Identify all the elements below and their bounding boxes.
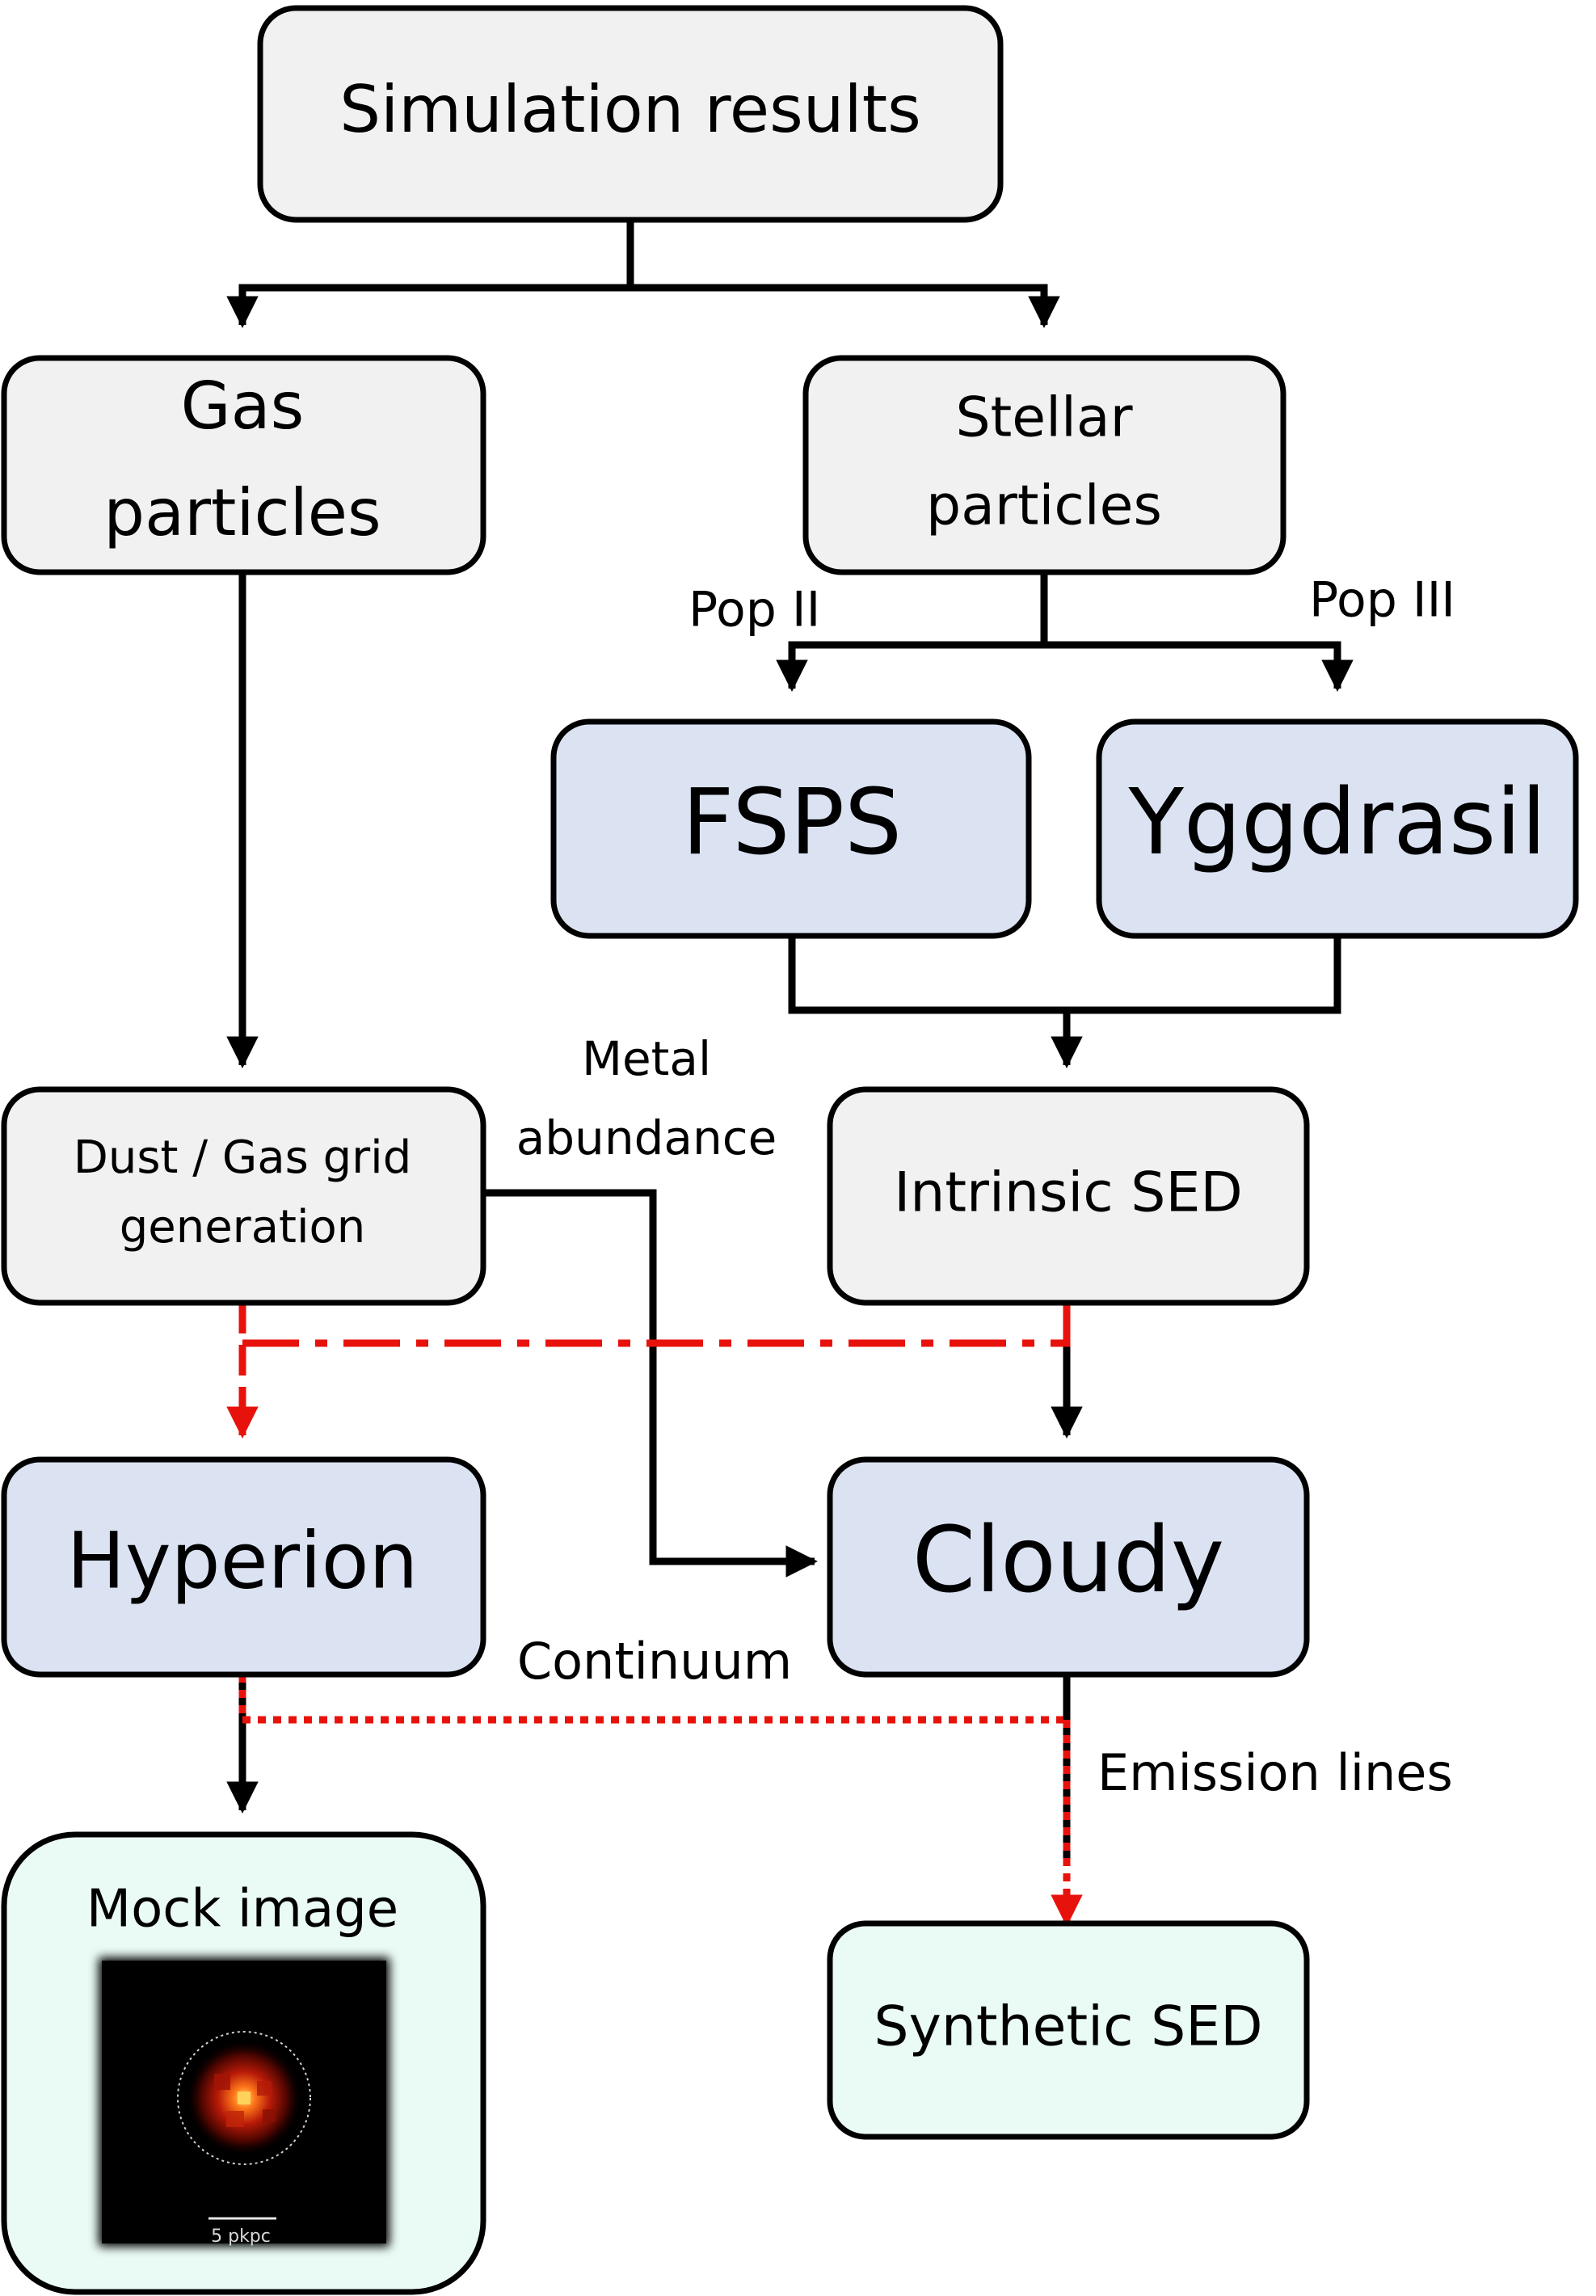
gas-particles-label-line2: particles — [103, 475, 381, 550]
mock-image-label: Mock image — [86, 1880, 398, 1940]
stellar-particles-label-line2: particles — [926, 474, 1162, 538]
gas-particles-box: Gas particles — [1, 355, 486, 575]
stellar-particles-box: Stellar particles — [802, 355, 1286, 575]
yggdrasil-box: Yggdrasil — [1096, 718, 1579, 939]
metal-label-line2: abundance — [516, 1110, 777, 1165]
mock-galaxy-image: 5 pkpc — [99, 1957, 390, 2247]
hyperion-label: Hyperion — [67, 1515, 419, 1606]
sim-to-stellar-arrow — [630, 284, 1060, 328]
intrinsic-sed-label: Intrinsic SED — [894, 1161, 1243, 1225]
dust-gas-grid-label-line1: Dust / Gas grid — [74, 1131, 412, 1184]
mock-image-box: Mock image 5 pkpc — [1, 1831, 486, 2295]
yggdrasil-label: Yggdrasil — [1128, 770, 1547, 875]
synthetic-sed-box: Synthetic SED — [827, 1920, 1310, 2140]
synthetic-sed-label: Synthetic SED — [874, 1995, 1262, 2059]
sim-to-branches-connector — [226, 220, 634, 328]
dust-gas-grid-label-line2: generation — [120, 1201, 366, 1253]
emission-lines-label: Emission lines — [1097, 1743, 1453, 1802]
stellar-particles-label-line1: Stellar — [955, 386, 1132, 450]
cloudy-label: Cloudy — [912, 1508, 1224, 1613]
mock-image-scale-label: 5 pkpc — [211, 2226, 271, 2247]
hyperion-box: Hyperion — [1, 1456, 486, 1678]
stellar-to-yggdrasil-arrow — [1044, 641, 1354, 692]
fsps-box: FSPS — [550, 718, 1032, 939]
pop2-label: Pop II — [689, 582, 820, 638]
red-dashdot-link — [242, 1303, 1071, 1347]
fsps-yggdrasil-merge — [788, 936, 1341, 1014]
continuum-label: Continuum — [517, 1632, 792, 1691]
metal-label-line1: Metal — [582, 1031, 711, 1086]
simulation-results-label: Simulation results — [339, 72, 921, 147]
dust-gas-grid-box: Dust / Gas grid generation — [1, 1086, 486, 1306]
fsps-label: FSPS — [682, 770, 902, 875]
cloudy-box: Cloudy — [827, 1456, 1310, 1678]
simulation-results-box: Simulation results — [257, 5, 1004, 223]
pop3-label: Pop III — [1309, 572, 1455, 629]
intrinsic-sed-box: Intrinsic SED — [827, 1086, 1310, 1306]
stellar-to-fsps-arrow — [776, 572, 1048, 692]
gas-particles-label-line1: Gas — [181, 369, 305, 444]
metal-abundance-arrow — [483, 1189, 818, 1578]
